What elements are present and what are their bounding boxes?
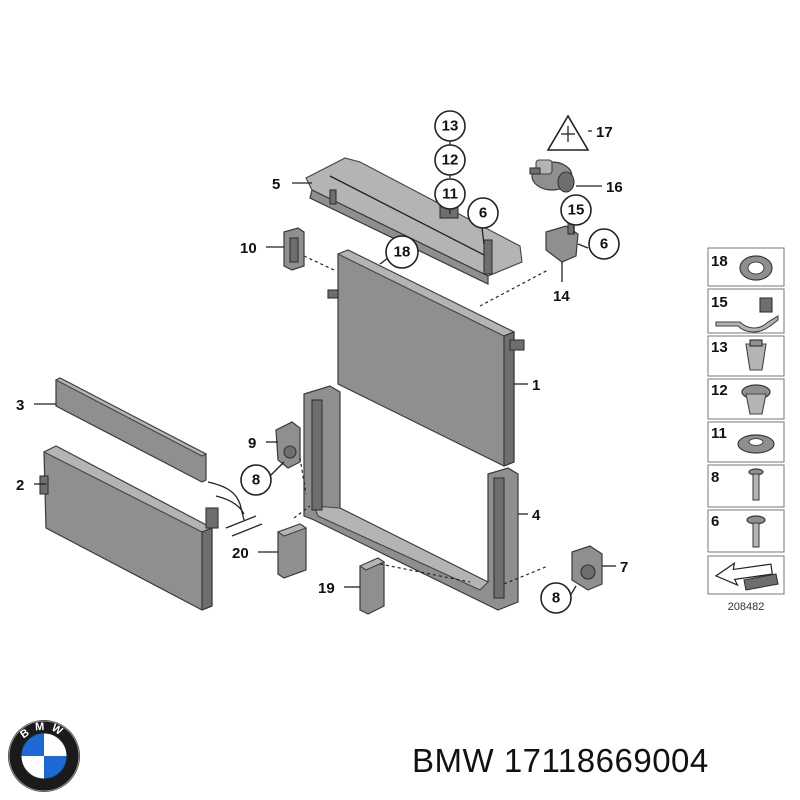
- panel-label-13: 13: [711, 339, 728, 356]
- callout-11: 11: [434, 178, 466, 210]
- label-3: 3: [16, 397, 24, 414]
- label-20: 20: [232, 545, 249, 562]
- logo-quadrant-tl: [21, 733, 44, 756]
- label-2: 2: [16, 477, 24, 494]
- label-14: 14: [553, 288, 570, 305]
- svg-text:8: 8: [552, 590, 560, 607]
- panel-label-11: 11: [711, 425, 727, 442]
- panel-label-18: 18: [711, 253, 728, 270]
- label-19: 19: [318, 580, 335, 597]
- svg-text:6: 6: [600, 236, 608, 253]
- svg-text:15: 15: [568, 202, 585, 219]
- logo-quadrant-br: [44, 756, 67, 779]
- label-5: 5: [272, 176, 280, 193]
- part-19-lower-mount: [358, 557, 386, 615]
- panel-box-8: [707, 464, 785, 508]
- part-9-side-bracket: [275, 421, 301, 469]
- svg-text:18: 18: [394, 244, 411, 261]
- svg-text:11: 11: [442, 186, 458, 203]
- panel-box-6: [707, 509, 785, 553]
- callout-6-right: 6: [588, 228, 620, 260]
- label-7: 7: [620, 559, 628, 576]
- callout-15: 15: [560, 194, 592, 226]
- part-20-control-unit: [276, 523, 308, 579]
- panel-label-6: 6: [711, 513, 719, 530]
- diagram-id: 208482: [728, 601, 765, 613]
- callout-6-upper: 6: [467, 197, 499, 229]
- part-10-bracket: [283, 227, 305, 271]
- panel-icon-expansion-rivet: [745, 343, 767, 371]
- svg-text:6: 6: [479, 205, 487, 222]
- orientation-arrow-icon: [714, 561, 773, 587]
- panel-box-13: [707, 335, 785, 377]
- part-1-radiator: [327, 249, 525, 467]
- label-10: 10: [240, 240, 257, 257]
- svg-text:13: 13: [442, 118, 459, 135]
- svg-text:12: 12: [442, 152, 459, 169]
- parts-panel: 18 15 13 12 11 8 6: [707, 247, 785, 613]
- callout-13: 13: [434, 110, 466, 142]
- panel-label-8: 8: [711, 469, 719, 486]
- label-17: 17: [596, 124, 613, 141]
- callout-8-right: 8: [540, 582, 572, 614]
- panel-label-12: 12: [711, 382, 728, 399]
- panel-icon-clip: [715, 315, 779, 333]
- part-4-lower-frame: [303, 385, 519, 611]
- callout-12: 12: [434, 144, 466, 176]
- svg-text:8: 8: [252, 472, 260, 489]
- label-4: 4: [532, 507, 541, 524]
- panel-box-12: [707, 378, 785, 420]
- part-16-water-pump: [529, 159, 575, 193]
- label-1: 1: [532, 377, 540, 394]
- label-16: 16: [606, 179, 623, 196]
- part-17-warning-symbol: [546, 114, 590, 151]
- part-3-cooler: [54, 377, 208, 483]
- panel-label-15: 15: [711, 294, 728, 311]
- part-7-right-bracket: [571, 545, 603, 591]
- callout-8-left: 8: [240, 464, 272, 496]
- label-9: 9: [248, 435, 256, 452]
- callout-18: 18: [385, 235, 419, 269]
- assembly-lines: [293, 255, 549, 585]
- bmw-logo-icon: BMW: [8, 720, 80, 792]
- brand-part-number: BMW 17118669004: [412, 742, 709, 779]
- part-2-condenser: [39, 445, 263, 611]
